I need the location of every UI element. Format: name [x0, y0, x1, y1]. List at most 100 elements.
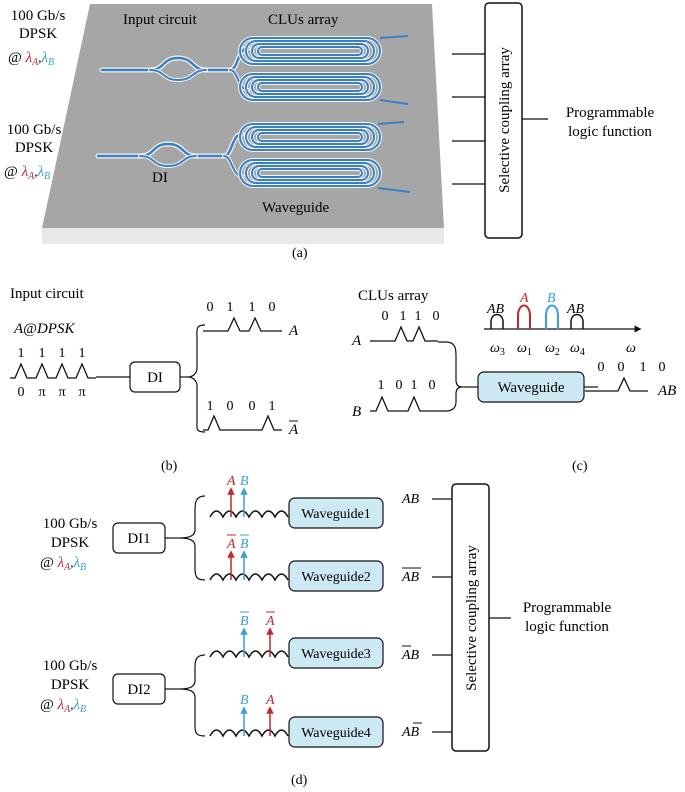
b-out-a-bit-2: 1 [249, 300, 256, 315]
coil-3-trace-3 [257, 168, 363, 178]
c-brace [438, 341, 463, 412]
d-waveguide-box-1 [288, 497, 384, 529]
c-omega-4: ω4 [570, 341, 585, 358]
coil-0-trace-3 [257, 46, 363, 56]
b-out-abar-bit-3: 1 [269, 399, 276, 414]
b-out-abar-label: A [288, 422, 299, 438]
prog-line2-a: logic function [568, 124, 652, 140]
d-input2-line1: 100 Gb/s [43, 658, 98, 674]
caption-b: (b) [161, 459, 178, 474]
coil-1-trace-0 [239, 73, 381, 101]
c-a-bit-3: 0 [433, 309, 440, 324]
b-out-a-label: A [288, 323, 299, 339]
input1-line1: 100 Gb/s [11, 8, 66, 24]
c-spec-label-ab1: AB [486, 302, 505, 317]
d-input1-line2: DPSK [51, 535, 90, 551]
b-top-bit-0: 1 [18, 346, 25, 361]
d-grating-4 [209, 729, 289, 738]
b-phase-0: 0 [18, 385, 25, 400]
c-peak-b [545, 304, 559, 329]
d-di2-label: DI2 [127, 682, 150, 698]
c-b-waveform [370, 395, 438, 412]
b-input-waveform [10, 362, 96, 379]
d-grating-1 [209, 510, 289, 519]
b-out-a-bit-1: 1 [227, 300, 234, 315]
label-clus-array: CLUs array [268, 12, 339, 28]
d-output-label-1: AB [401, 492, 420, 507]
input1-line2: DPSK [19, 26, 58, 42]
coil-1-trace-1 [245, 76, 375, 98]
coil-1-trace-2 [251, 79, 369, 95]
d-waveguide-label-3: Waveguide3 [301, 647, 371, 662]
d-arrow-label-3-1: A [265, 614, 275, 629]
input2-wavelengths: @ λA,λB [4, 164, 50, 182]
d-arrow-label-1-1: B [240, 474, 249, 489]
c-a-label: A [351, 333, 362, 349]
selective-coupling-label-d: Selective coupling array [464, 545, 480, 691]
d-waveguide-box-4 [288, 716, 384, 748]
c-a-bit-0: 0 [382, 309, 389, 324]
b-top-bit-1: 1 [39, 346, 46, 361]
c-out-bit-0: 0 [598, 360, 605, 375]
selective-coupling-label-a: Selective coupling array [497, 47, 513, 193]
c-b-bit-2: 1 [411, 378, 418, 393]
d-input2-wavelengths: @ λA,λB [40, 697, 86, 715]
coil-0-trace-0 [239, 37, 381, 65]
coil-3-trace-2 [251, 165, 369, 181]
b-out-abar-bit-1: 0 [227, 399, 234, 414]
d-arrow-label-2-1: B [240, 537, 249, 552]
c-out-bit-1: 0 [618, 360, 625, 375]
coil-3-trace-0 [239, 159, 381, 187]
d-waveguide-label-4: Waveguide4 [301, 726, 371, 741]
c-omega-1: ω1 [517, 341, 532, 358]
coupling-lines-a [452, 53, 548, 185]
input1-wavelengths: @ λA,λB [8, 50, 54, 68]
coil-0-trace-2 [251, 43, 369, 59]
b-out-abar-bit-0: 1 [207, 399, 214, 414]
d-output-label-3: AB [401, 648, 420, 663]
coil-2-trace-2 [251, 129, 369, 145]
coil-3-trace-1 [245, 162, 375, 184]
b-di-label: DI [147, 370, 163, 386]
caption-d: (d) [291, 773, 308, 788]
panel-a: 100 Gb/s DPSK @ λA,λB 100 Gb/s DPSK @ λA… [4, 2, 654, 261]
d-brace2 [179, 654, 206, 737]
b-phase-2: π [58, 385, 65, 400]
b-top-bit-2: 1 [59, 346, 66, 361]
b-signal-label: A@DPSK [13, 321, 75, 337]
c-out-label: AB [657, 383, 676, 399]
b-title: Input circuit [10, 286, 85, 302]
coil-2-trace-1 [245, 126, 375, 148]
c-omega-2: ω2 [545, 341, 560, 358]
d-arrow-label-1-0: A [226, 474, 236, 489]
c-spec-label-a: A [519, 291, 529, 306]
b-top-bit-3: 1 [79, 346, 86, 361]
c-waveguide-label: Waveguide [497, 380, 564, 396]
c-spec-label-ab2: AB [566, 302, 585, 317]
c-title: CLUs array [358, 288, 429, 304]
b-out-abar-bit-2: 0 [249, 399, 256, 414]
label-di: DI [152, 170, 168, 186]
prog-line1-d: Programmable [523, 600, 612, 616]
d-output-label-4: AB [401, 725, 420, 740]
c-b-label: B [352, 404, 361, 420]
c-out-bit-3: 0 [659, 360, 666, 375]
d-input2-line2: DPSK [51, 677, 90, 693]
c-omega-3: ω3 [490, 341, 505, 358]
c-axis-label: ω [626, 341, 636, 356]
label-waveguide: Waveguide [262, 200, 329, 216]
caption-c: (c) [572, 459, 588, 474]
label-input-circuit: Input circuit [123, 12, 198, 28]
d-input1-line1: 100 Gb/s [43, 516, 98, 532]
d-waveguide-label-2: Waveguide2 [301, 570, 371, 585]
d-output-label-2: AB [401, 570, 420, 585]
coil-2-trace-0 [239, 123, 381, 151]
